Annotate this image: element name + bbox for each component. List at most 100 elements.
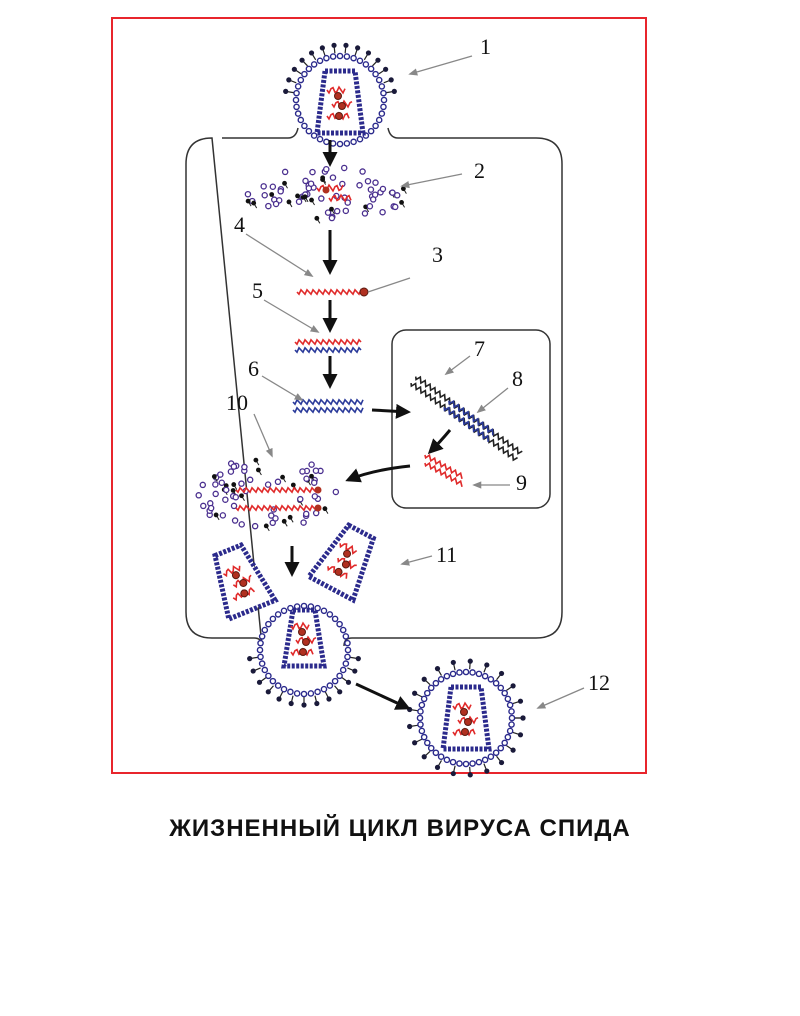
glycoprotein (517, 698, 524, 704)
glycoprotein (498, 670, 505, 677)
protein-dot (344, 199, 351, 206)
membrane-bead (293, 89, 300, 97)
glycoprotein (322, 506, 328, 512)
glycoprotein (295, 193, 300, 199)
membrane-bead (300, 690, 308, 698)
membrane-bead (475, 670, 483, 678)
protein-dot (268, 512, 275, 519)
flow-arrows (284, 140, 452, 710)
glycoprotein (355, 656, 361, 662)
provirus-dna (443, 406, 490, 442)
enzyme-dot (464, 718, 472, 726)
protein-dot (231, 517, 239, 524)
membrane-bead (342, 633, 350, 640)
protein-dot (318, 195, 325, 202)
glycoprotein (276, 696, 282, 702)
label-4: 4 (234, 212, 245, 237)
protein-dot (307, 180, 315, 187)
protein-dot (332, 488, 340, 496)
protein-dot (281, 168, 289, 176)
glycoprotein (247, 656, 253, 662)
glycoprotein (365, 50, 372, 56)
capsid-shell (281, 607, 327, 669)
membrane-bead (294, 110, 302, 117)
glycoprotein (288, 700, 294, 707)
membrane-bead (343, 140, 351, 147)
enzyme-dot (343, 549, 352, 558)
nucleus-box (391, 329, 551, 509)
glycoprotein (286, 77, 292, 83)
membrane-bead (258, 633, 266, 640)
protein-dot (246, 476, 254, 484)
membrane-bead (508, 708, 515, 715)
membrane-bead (456, 669, 463, 676)
protein-dot (364, 177, 372, 185)
label-8: 8 (512, 366, 523, 391)
protein-dot (207, 504, 215, 512)
glycoprotein (391, 88, 397, 94)
protein-dot (232, 493, 240, 501)
membrane-bead (326, 611, 334, 618)
glycoprotein (400, 186, 406, 192)
glycoprotein (230, 488, 236, 493)
membrane-bead (258, 660, 266, 667)
glycoprotein (314, 215, 320, 221)
protein-dot (269, 519, 276, 527)
protein-dot (212, 481, 219, 488)
membrane-bead (356, 57, 364, 65)
glycoprotein (520, 715, 526, 721)
glycoprotein (265, 689, 271, 695)
protein-dot (219, 512, 227, 519)
enzyme-dot (302, 638, 310, 646)
membrane-bead (261, 666, 269, 674)
membrane-bead (475, 758, 483, 766)
capsid-core (314, 68, 366, 136)
number-labels: 1 2 3 4 5 6 7 8 9 10 11 12 (226, 34, 610, 695)
membrane-bead (293, 103, 300, 111)
protein-dot (217, 471, 224, 478)
membrane-bead (310, 61, 318, 68)
glycoprotein (211, 474, 217, 479)
protein-dot (342, 207, 350, 215)
membrane-bead (380, 96, 388, 104)
glycoprotein (399, 199, 404, 205)
glycoprotein (498, 759, 505, 766)
cluster-rna (328, 193, 352, 203)
glycoprotein (375, 57, 381, 63)
membrane-bead (316, 135, 324, 143)
protein-dot (260, 183, 267, 190)
mrna-strand (424, 453, 463, 479)
membrane-bead (301, 70, 308, 78)
membrane-bead (432, 679, 440, 687)
protein-dot (324, 209, 332, 216)
glycoprotein (314, 700, 320, 707)
membrane-bead (265, 672, 272, 680)
glycoprotein (467, 772, 473, 778)
membrane-bead (506, 727, 514, 735)
viral-dna-double (292, 398, 364, 414)
membrane-bead (344, 639, 351, 647)
membrane-bead (280, 607, 288, 615)
protein-dot (274, 478, 282, 486)
provirus-dna (448, 399, 494, 436)
protein-dot (238, 521, 245, 528)
glycoprotein (282, 180, 287, 186)
membrane-bead (375, 116, 383, 124)
membrane-bead (380, 89, 387, 97)
glycoprotein (299, 57, 305, 63)
membrane-bead (504, 733, 512, 741)
membrane-bead (372, 122, 379, 130)
membrane-bead (269, 615, 277, 623)
protein-dot (372, 179, 379, 186)
membrane-bead (261, 626, 269, 634)
label-10: 10 (226, 390, 248, 415)
protein-dot (359, 168, 366, 175)
cluster-rna (316, 183, 344, 193)
protein-dot (238, 480, 245, 487)
glycoprotein (286, 199, 292, 205)
enzyme-dot (314, 504, 322, 512)
membrane-bead (417, 708, 424, 715)
protein-dot (309, 168, 316, 176)
membrane-bead (443, 672, 451, 680)
